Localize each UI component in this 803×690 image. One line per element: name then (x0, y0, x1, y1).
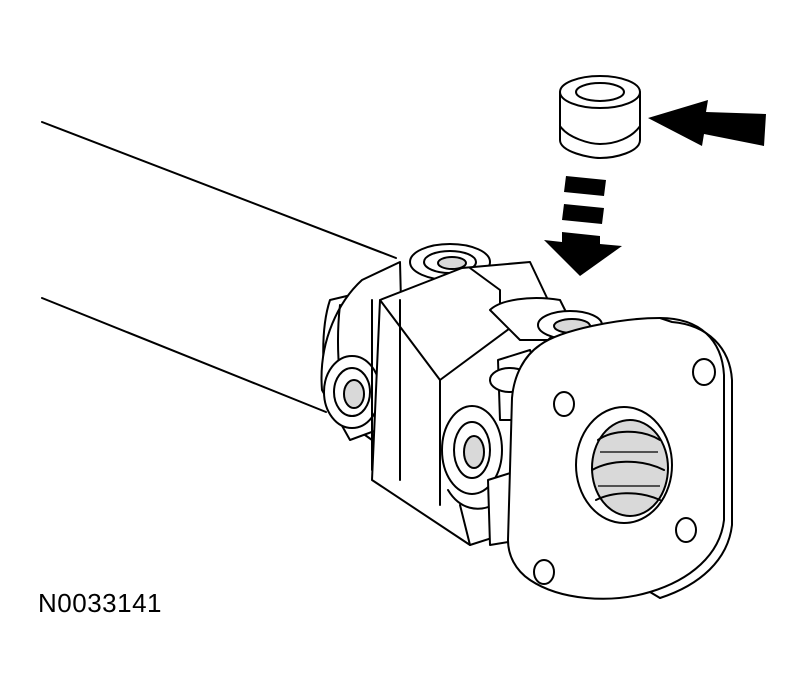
companion-flange (507, 317, 733, 600)
bolt-hole (675, 517, 697, 543)
bearing-cup (559, 75, 641, 159)
dashed-arrow-down-icon (544, 176, 622, 276)
solid-arrow-left-icon (648, 100, 766, 146)
driveshaft-tube (41, 121, 397, 413)
figure-id-label: N0033141 (38, 588, 162, 618)
bolt-hole (553, 391, 575, 417)
bolt-hole (692, 358, 716, 386)
bolt-hole (533, 559, 555, 585)
